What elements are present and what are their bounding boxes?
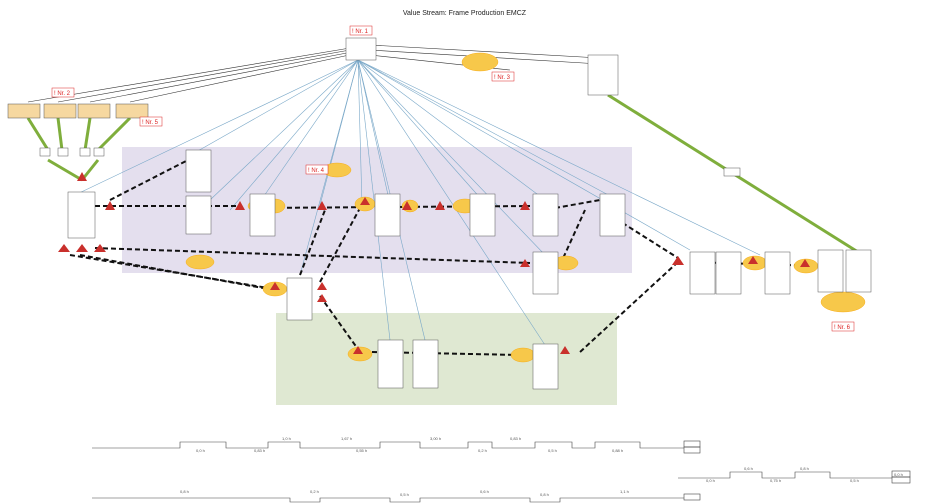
tt-8: 0,5 h (548, 448, 557, 453)
timeline-right-labels: 0,0 h 0,6 h 0,75 h 0,8 h 0,5 h 0,0 h (706, 466, 903, 483)
tr-5: 0,0 h (894, 472, 903, 477)
tt-4: 0,55 h (356, 448, 367, 453)
tt-0: 0,0 h (196, 448, 205, 453)
timeline-bottom (92, 493, 701, 503)
tb-1: 0,2 h (310, 489, 319, 494)
tb-3: 0,6 h (480, 489, 489, 494)
kaizen-labels: ! Nr. 1 ! Nr. 2 ! Nr. 3 ! Nr. 4 ! Nr. 5 … (51, 25, 855, 332)
kaizen-label-6: ! Nr. 6 (834, 325, 851, 331)
timeline-bottom-labels: 0,8 h 0,2 h 0,5 h 0,6 h 0,8 h 1,1 h (180, 489, 629, 497)
timeline-top (92, 440, 701, 454)
kaizen-label-3: ! Nr. 3 (494, 75, 511, 81)
kaizen-label-4: ! Nr. 4 (308, 168, 325, 174)
tb-5: 1,1 h (620, 489, 629, 494)
kaizen-label-5: ! Nr. 5 (142, 120, 159, 126)
tt-6: 0,2 h (478, 448, 487, 453)
tr-4: 0,5 h (850, 478, 859, 483)
kaizen-label-2: ! Nr. 2 (54, 91, 71, 97)
green-zone (276, 313, 617, 405)
tb-2: 0,5 h (400, 492, 409, 497)
tr-0: 0,0 h (706, 478, 715, 483)
tr-2: 0,75 h (770, 478, 781, 483)
tb-4: 0,8 h (540, 492, 549, 497)
tt-7: 0,83 h (510, 436, 521, 441)
tr-1: 0,6 h (744, 466, 753, 471)
timeline-top-labels: 0,0 h 0,83 h 1,0 h 1,67 h 0,55 h 3,00 h … (196, 436, 623, 453)
diagram-title: Value Stream: Frame Production EMCZ (402, 10, 527, 17)
timeline-right (678, 470, 911, 484)
supplier-info-lines (27, 44, 601, 103)
inventory-triangles (58, 172, 810, 354)
tt-2: 1,0 h (282, 436, 291, 441)
process-boxes (7, 37, 872, 390)
tb-0: 0,8 h (180, 489, 189, 494)
info-flow-lines (74, 59, 761, 346)
tr-3: 0,8 h (800, 466, 809, 471)
kaizen-bursts (185, 52, 866, 363)
tt-1: 0,83 h (254, 448, 265, 453)
tt-3: 1,67 h (341, 436, 352, 441)
tt-5: 3,00 h (430, 436, 441, 441)
kaizen-label-1: ! Nr. 1 (352, 29, 369, 35)
tt-9: 0,88 h (612, 448, 623, 453)
